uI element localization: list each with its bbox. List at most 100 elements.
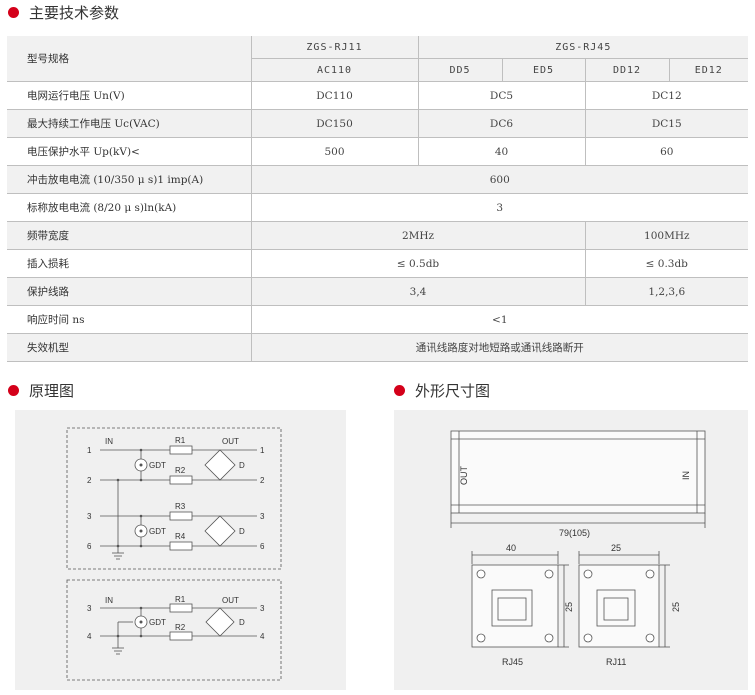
table-row: 标称放电电流 (8/20 μ s)ln(kA) 3	[7, 193, 749, 222]
cell: DC12	[584, 81, 749, 110]
table-row: 电网运行电压 Un(V) DC110 DC5 DC12	[7, 81, 749, 110]
rj45-label: RJ45	[502, 657, 523, 667]
spec-table: 型号规格 ZGS-RJ11 ZGS-RJ45 AC110 DD5 ED5 DD1…	[7, 36, 749, 362]
dim-rj45-height: 25	[564, 602, 574, 612]
cell: DC110	[250, 81, 418, 110]
table-row: 最大持续工作电压 Uc(VAC) DC150 DC6 DC15	[7, 109, 749, 138]
sch-r1: R1	[175, 436, 186, 445]
dim-out-label: OUT	[459, 466, 469, 486]
sch-d: D	[239, 527, 245, 536]
sch-pin: 6	[87, 542, 92, 551]
cell: 40	[417, 137, 585, 166]
model-label: 型号规格	[7, 36, 251, 82]
cell: 60	[584, 137, 749, 166]
row-label: 最大持续工作电压 Uc(VAC)	[7, 109, 251, 138]
cell: ≤ 0.3db	[584, 249, 749, 278]
bottom-frame	[66, 579, 282, 681]
row-label: 频带宽度	[7, 221, 251, 250]
top-frame	[66, 427, 282, 570]
model-rj45: ZGS-RJ45	[417, 36, 749, 59]
sch-pin: 2	[87, 476, 92, 485]
schematic-heading: 原理图	[8, 380, 74, 401]
table-row: 失效机型 通讯线路度对地短路或通讯线路断开	[7, 333, 749, 362]
sub-ed5: ED5	[501, 58, 585, 82]
table-header-row: 型号规格 ZGS-RJ11 ZGS-RJ45	[7, 36, 749, 82]
table-row: 频带宽度 2MHz 100MHz	[7, 221, 749, 250]
cell: <1	[250, 305, 749, 334]
cell: DC15	[584, 109, 749, 138]
row-label: 响应时间 ns	[7, 305, 251, 334]
sch-gdt: GDT	[149, 461, 166, 470]
sub-ed12: ED12	[668, 58, 749, 82]
sch-pin: 3	[260, 512, 265, 521]
dim-in-label: IN	[681, 471, 691, 480]
dim-rj11-width: 25	[611, 543, 621, 553]
sch-pin: 1	[260, 446, 265, 455]
rj11-front	[578, 564, 660, 648]
sch-pin: 6	[260, 542, 265, 551]
rj45-front	[471, 564, 559, 648]
sch-in-label-bottom: IN	[105, 596, 113, 605]
table-row: 保护线路 3,4 1,2,3,6	[7, 277, 749, 306]
sch-d: D	[239, 618, 245, 627]
sch-out-label-bottom: OUT	[222, 596, 239, 605]
cell: DC5	[417, 81, 585, 110]
schematic-panel: IN OUT IN OUT R1 R2 R3 R4 R1 R2 GDT GDT …	[15, 410, 346, 690]
cell: 600	[250, 165, 749, 194]
dim-rj45-width: 40	[506, 543, 516, 553]
sch-r2: R2	[175, 466, 186, 475]
table-row: 电压保护水平 Up(kV)< 500 40 60	[7, 137, 749, 166]
sch-pin: 3	[87, 512, 92, 521]
table-row: 响应时间 ns <1	[7, 305, 749, 334]
main-params-heading: 主要技术参数	[8, 2, 119, 23]
cell: DC150	[250, 109, 418, 138]
row-label: 电压保护水平 Up(kV)<	[7, 137, 251, 166]
dimensions-title: 外形尺寸图	[415, 382, 491, 400]
body-outline	[450, 430, 706, 514]
sch-pin: 4	[260, 632, 265, 641]
sch-r3: R3	[175, 502, 186, 511]
bullet-icon	[8, 7, 19, 18]
model-rj11: ZGS-RJ11	[250, 36, 418, 59]
schematic-title: 原理图	[29, 382, 75, 400]
dim-rj11-height: 25	[671, 602, 681, 612]
sch-pin: 1	[87, 446, 92, 455]
dimensions-diagram: OUT IN 79(105) 40 25 25 25 RJ45 RJ11	[450, 430, 706, 667]
row-label: 插入损耗	[7, 249, 251, 278]
table-subheader-row: AC110 DD5 ED5 DD12 ED12	[7, 58, 749, 82]
sch-pin: 4	[87, 632, 92, 641]
sch-out-label-top: OUT	[222, 437, 239, 446]
sch-pin: 3	[87, 604, 92, 613]
sch-pin: 3	[260, 604, 265, 613]
cell: 100MHz	[584, 221, 749, 250]
bullet-icon	[394, 385, 405, 396]
bullet-icon	[8, 385, 19, 396]
row-label: 冲击放电电流 (10/350 μ s)1 imp(A)	[7, 165, 251, 194]
row-label: 标称放电电流 (8/20 μ s)ln(kA)	[7, 193, 251, 222]
dimensions-panel: OUT IN 79(105) 40 25 25 25 RJ45 RJ11	[394, 410, 748, 690]
table-row: 插入损耗 ≤ 0.5db ≤ 0.3db	[7, 249, 749, 278]
sch-d: D	[239, 461, 245, 470]
row-label: 电网运行电压 Un(V)	[7, 81, 251, 110]
sch-pin: 2	[260, 476, 265, 485]
table-row: 冲击放电电流 (10/350 μ s)1 imp(A) 600	[7, 165, 749, 194]
row-label: 保护线路	[7, 277, 251, 306]
cell: ≤ 0.5db	[250, 249, 585, 278]
main-params-title: 主要技术参数	[29, 4, 120, 22]
cell: DC6	[417, 109, 585, 138]
sch-gdt: GDT	[149, 527, 166, 536]
sch-r4: R4	[175, 532, 186, 541]
cell: 1,2,3,6	[584, 277, 749, 306]
sch-r2-bottom: R2	[175, 623, 186, 632]
schematic-diagram: IN OUT IN OUT R1 R2 R3 R4 R1 R2 GDT GDT …	[66, 427, 282, 681]
sub-dd5: DD5	[417, 58, 502, 82]
sch-r1-bottom: R1	[175, 595, 186, 604]
cell: 3	[250, 193, 749, 222]
sch-in-label-top: IN	[105, 437, 113, 446]
row-label: 失效机型	[7, 333, 251, 362]
rj11-label: RJ11	[606, 657, 626, 667]
cell: 通讯线路度对地短路或通讯线路断开	[250, 333, 749, 362]
cell: 3,4	[250, 277, 585, 306]
sub-dd12: DD12	[584, 58, 669, 82]
cell: 2MHz	[250, 221, 585, 250]
